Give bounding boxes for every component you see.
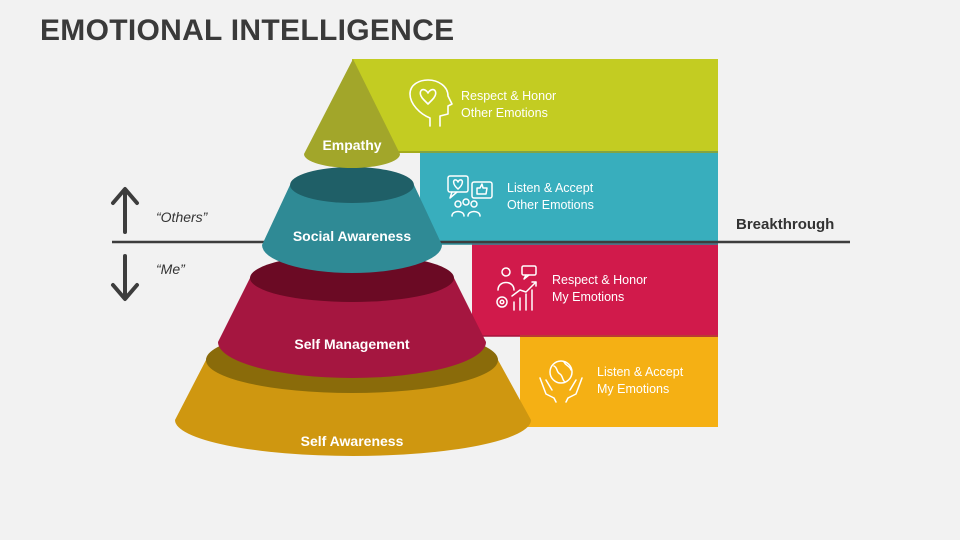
hands-globe-icon bbox=[539, 360, 583, 403]
social-feedback-icon bbox=[447, 175, 493, 217]
band-self-awareness bbox=[520, 335, 718, 427]
band-text-social-awareness-2: Other Emotions bbox=[507, 198, 594, 212]
me-label: “Me” bbox=[156, 261, 186, 277]
tier-label-self-management: Self Management bbox=[294, 336, 409, 352]
tier-social-awareness bbox=[262, 167, 442, 273]
down-arrow-icon bbox=[111, 254, 139, 301]
person-growth-icon bbox=[496, 265, 537, 311]
band-self-management bbox=[472, 243, 718, 336]
band-text-self-awareness-2: My Emotions bbox=[597, 382, 669, 396]
tier-label-empathy: Empathy bbox=[322, 137, 381, 153]
others-label: “Others” bbox=[156, 209, 209, 225]
page-title: EMOTIONAL INTELLIGENCE bbox=[40, 14, 455, 47]
band-text-social-awareness-1: Listen & Accept bbox=[507, 181, 594, 195]
up-arrow-icon bbox=[111, 187, 139, 234]
head-heart-icon bbox=[409, 79, 453, 127]
band-text-self-management-2: My Emotions bbox=[552, 290, 624, 304]
band-text-self-awareness-1: Listen & Accept bbox=[597, 365, 684, 379]
tier-label-social-awareness: Social Awareness bbox=[293, 228, 412, 244]
band-text-empathy-2: Other Emotions bbox=[461, 106, 548, 120]
band-empathy bbox=[352, 59, 718, 153]
breakthrough-label: Breakthrough bbox=[736, 216, 834, 233]
band-social-awareness bbox=[420, 151, 718, 244]
band-text-empathy-1: Respect & Honor bbox=[461, 89, 556, 103]
tier-empathy bbox=[304, 59, 400, 168]
tier-label-self-awareness: Self Awareness bbox=[301, 433, 404, 449]
band-text-self-management-1: Respect & Honor bbox=[552, 273, 647, 287]
